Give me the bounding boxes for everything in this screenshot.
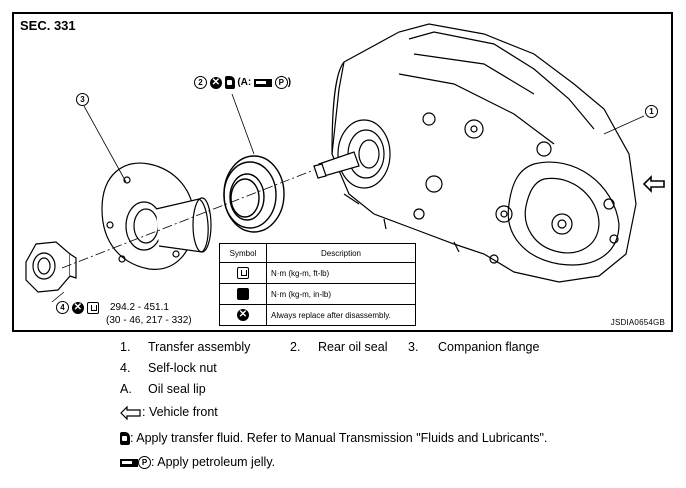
description-header: Description	[266, 243, 416, 263]
rear-oil-seal	[223, 155, 285, 233]
symbol-table: Symbol Description N·m (kg-m, ft-lb) N·m…	[219, 243, 416, 326]
transfer-fluid-can-icon	[120, 432, 130, 446]
legend-label: Companion flange	[438, 340, 540, 354]
petroleum-jelly-icon	[120, 458, 138, 467]
figure-code: JSDIA0654GB	[610, 318, 665, 327]
torque-wrench-inlb-icon	[237, 288, 249, 300]
torque-wrench-icon	[86, 301, 99, 314]
legend-label: Transfer assembly	[148, 340, 251, 354]
legend-row-3: A. Oil seal lip	[120, 382, 206, 396]
legend-num: 4.	[120, 361, 131, 375]
transfer-fluid-can-icon	[224, 76, 235, 89]
companion-flange	[101, 162, 212, 270]
callout-1: 1	[645, 105, 658, 118]
legend-label: Oil seal lip	[148, 382, 206, 396]
table-row: ✕ Always replace after disassembly.	[219, 304, 416, 326]
transfer-assembly	[313, 23, 637, 283]
torque-value-alt-units: (30 - 46, 217 - 332)	[106, 315, 192, 326]
petroleum-jelly-icon	[254, 78, 273, 87]
callout-2: 2	[194, 76, 207, 89]
legend-vehicle-front: : Vehicle front	[120, 405, 218, 420]
p-circle-icon: P	[274, 76, 288, 89]
replace-x-icon: ✕	[209, 76, 222, 89]
legend-num: 2.	[290, 340, 301, 354]
legend-petroleum-jelly: P: Apply petroleum jelly.	[120, 455, 275, 470]
vehicle-front-arrow-icon	[120, 405, 141, 420]
p-circle-icon: P	[138, 456, 151, 470]
legend-num: 1.	[120, 340, 131, 354]
section-title: SEC. 331	[20, 18, 76, 33]
callout-3: 3	[76, 93, 89, 106]
diagram-frame: SEC. 331	[12, 12, 673, 332]
legend-num: A.	[120, 382, 132, 396]
callout-4: 4	[56, 301, 69, 314]
legend-row-2: 4. Self-lock nut	[120, 361, 217, 375]
table-row: N·m (kg-m, ft-lb)	[219, 262, 416, 284]
callout-4-group: 4 ✕	[56, 301, 99, 314]
axis-centerline	[61, 169, 315, 269]
leader-lines	[51, 93, 645, 303]
oil-seal-lip-label: (A:	[237, 77, 252, 89]
callout-2-close: )	[287, 77, 292, 89]
legend-label: Self-lock nut	[148, 361, 217, 375]
legend-row-1: 1. Transfer assembly 2. Rear oil seal 3. Comp…	[120, 340, 539, 354]
legend-num: 3.	[408, 340, 419, 354]
vehicle-front-arrow-icon	[642, 175, 665, 193]
replace-x-icon: ✕	[237, 309, 249, 321]
legend-transfer-fluid: : Apply transfer fluid. Refer to Manual …	[120, 431, 547, 446]
legend-label: Rear oil seal	[318, 340, 388, 354]
callout-2-group: 2 ✕ (A: P)	[194, 76, 291, 89]
table-row: N·m (kg-m, in-lb)	[219, 283, 416, 305]
replace-x-icon: ✕	[71, 301, 84, 314]
torque-value: 294.2 - 451.1	[110, 302, 169, 313]
symbol-header: Symbol	[219, 243, 267, 263]
torque-wrench-icon	[237, 267, 249, 279]
exploded-view-illustration	[25, 23, 645, 303]
self-lock-nut	[25, 241, 77, 293]
